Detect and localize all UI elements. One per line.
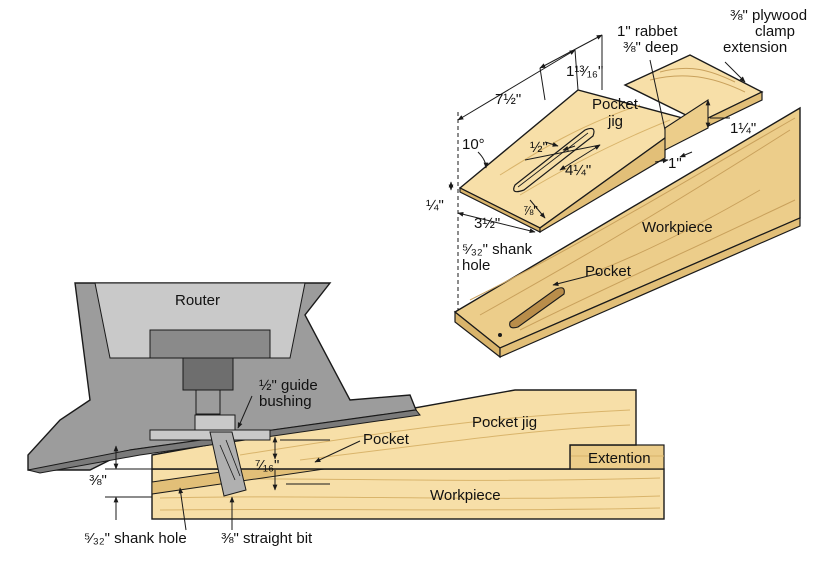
iso-dim-tongue-height: 1¼"	[730, 120, 756, 137]
iso-dim-plywood-3: extension	[723, 39, 787, 56]
section-jig-label: Pocket jig	[472, 414, 537, 431]
section-pocket-label: Pocket	[363, 431, 410, 448]
iso-dim-rabbet-1: 1" rabbet	[617, 23, 678, 40]
iso-pocket-label: Pocket	[585, 263, 632, 280]
iso-jig-label-2: jig	[607, 113, 623, 130]
iso-dim-rabbet-offset: 1¹³⁄₁₆"	[566, 63, 603, 80]
iso-shank-1: ⁵⁄₃₂" shank	[462, 241, 533, 258]
section-view: Router ½" guide bushing Pocket Pocket ji…	[27, 282, 665, 547]
iso-dim-width: 3½"	[474, 215, 500, 232]
iso-workpiece-label: Workpiece	[642, 219, 713, 236]
section-shank-hole: ⁵⁄₃₂" shank hole	[84, 530, 187, 547]
iso-dim-plywood-2: clamp	[755, 23, 795, 40]
section-bit-label: ⅜" straight bit	[221, 530, 313, 547]
iso-dimensions	[448, 34, 746, 310]
iso-dim-plywood-1: ⅜" plywood	[730, 7, 807, 24]
section-dim-pocket: ⁷⁄₁₆"	[255, 457, 279, 474]
iso-dim-slot-width: ½"	[530, 139, 548, 156]
iso-dim-slot-length: 4¼"	[565, 162, 591, 179]
iso-dim-length: 7½"	[495, 91, 521, 108]
iso-workpiece	[453, 106, 801, 359]
iso-shank-2: hole	[462, 257, 490, 274]
section-bushing-2: bushing	[259, 393, 312, 410]
section-extension	[569, 444, 665, 470]
section-extension-label: Extention	[588, 450, 651, 467]
section-router	[27, 282, 421, 497]
iso-dim-tongue-width: 1"	[668, 155, 682, 172]
section-workpiece-label: Workpiece	[430, 487, 501, 504]
iso-dim-end-offset: ⅞"	[523, 204, 538, 218]
iso-dim-height: ¼"	[426, 197, 444, 214]
iso-dim-rabbet-2: ⅜" deep	[623, 39, 678, 56]
iso-view: 1" rabbet ⅜" deep ⅜" plywood clamp exten…	[426, 7, 807, 359]
section-router-label: Router	[175, 292, 220, 309]
iso-dim-angle: 10°	[462, 136, 485, 153]
iso-jig-label-1: Pocket	[592, 96, 639, 113]
section-dimensions	[105, 395, 361, 531]
section-bushing-1: ½" guide	[259, 377, 318, 394]
section-dim-depth: ⅜"	[89, 472, 107, 489]
